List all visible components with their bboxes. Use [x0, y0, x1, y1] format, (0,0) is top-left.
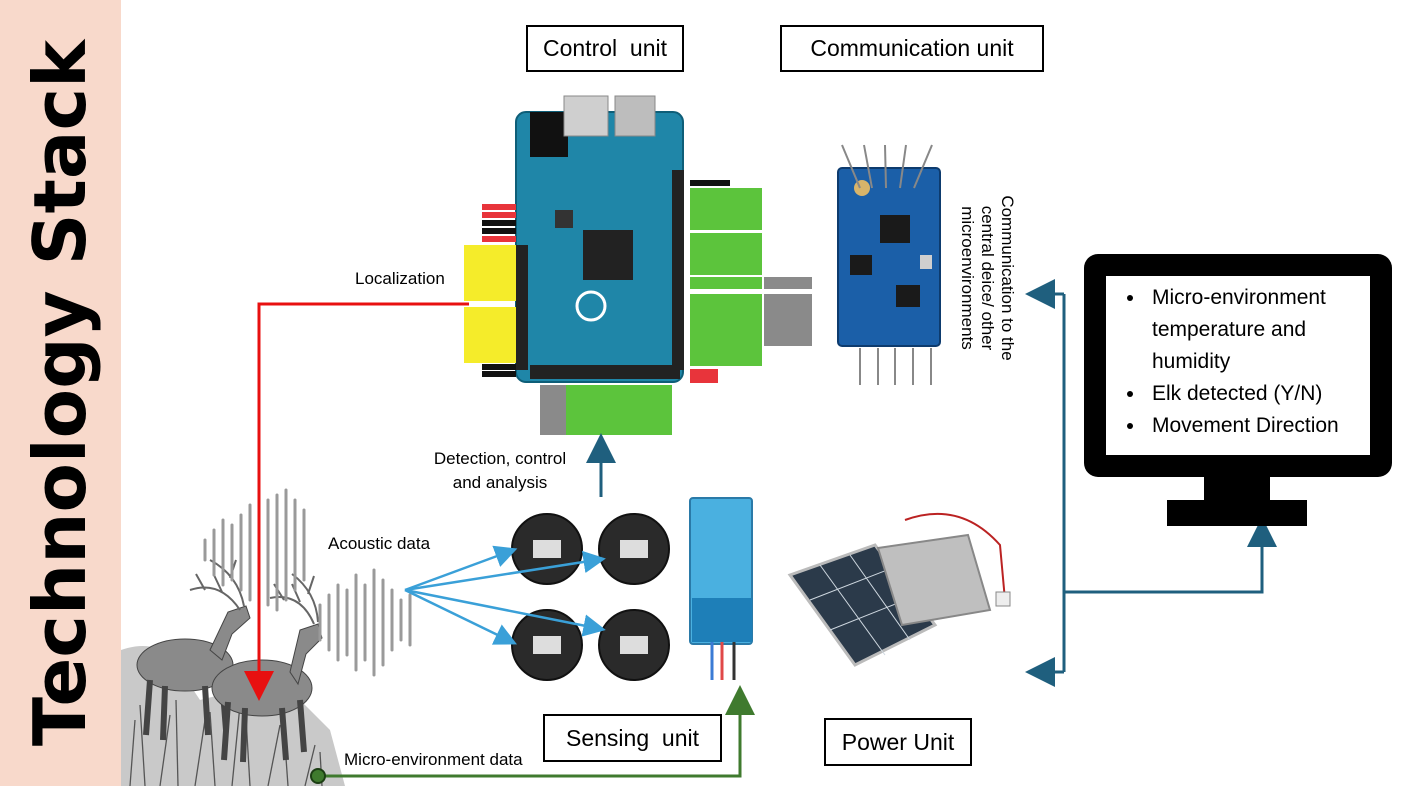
- detection-label: Detection, control and analysis: [420, 447, 580, 495]
- communication-description-line1: Communication to the: [998, 195, 1017, 361]
- control-unit-box: Control unit: [526, 25, 684, 72]
- communication-description-line3: microenvironments: [958, 206, 977, 350]
- power-unit-box: Power Unit: [824, 718, 972, 766]
- board-pin-labels: [464, 180, 812, 435]
- localization-label: Localization: [355, 269, 445, 288]
- monitor-stand: [1167, 500, 1307, 526]
- monitor-item: Micro-environment temperature and humidi…: [1146, 282, 1370, 378]
- monitor-output-list: Micro-environment temperature and humidi…: [1106, 276, 1370, 442]
- temperature-humidity-sensor: [689, 497, 753, 680]
- communication-description: Communication to the central deice/ othe…: [957, 195, 1017, 360]
- communication-link-arrows: [1025, 279, 1277, 687]
- sensing-unit-box: Sensing unit: [543, 714, 722, 762]
- micro-environment-arrow: [318, 685, 755, 778]
- communication-module: [837, 167, 941, 347]
- communication-description-line2: central deice/ other: [978, 205, 997, 351]
- microphone-sensors: [511, 513, 670, 681]
- sidebar-panel: [0, 0, 121, 786]
- solar-panel: [787, 543, 938, 667]
- detection-label-line2: and analysis: [452, 473, 548, 492]
- acoustic-data-label: Acoustic data: [328, 534, 431, 553]
- battery: [876, 512, 1011, 627]
- module-pin-wires: [841, 144, 933, 385]
- acoustic-arrows: [404, 545, 606, 645]
- micro-environment-origin-dot: [310, 768, 326, 784]
- monitor-item: Movement Direction: [1146, 410, 1370, 442]
- detection-label-line1: Detection, control: [433, 449, 567, 468]
- micro-environment-data-label: Micro-environment data: [344, 750, 523, 769]
- monitor-neck: [1204, 477, 1270, 502]
- monitor-screen: Micro-environment temperature and humidi…: [1106, 276, 1370, 455]
- arduino-board: [515, 95, 684, 383]
- localization-arrow: [244, 302, 469, 701]
- communication-unit-box: Communication unit: [780, 25, 1044, 72]
- monitor-item: Elk detected (Y/N): [1146, 378, 1370, 410]
